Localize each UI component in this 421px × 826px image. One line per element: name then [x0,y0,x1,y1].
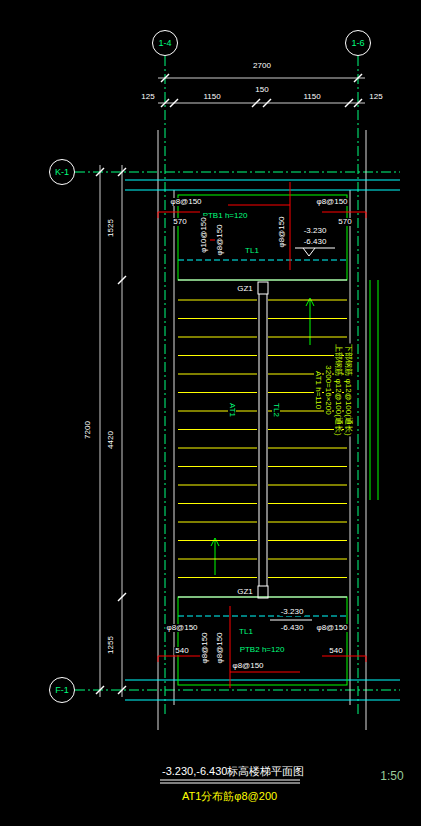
axis-bubble: K-1 [49,159,75,185]
drawing-annotation: φ8@150 [315,624,348,632]
drawing-annotation: 570 [337,218,352,226]
drawing-annotation: 1255 [107,635,115,655]
drawing-annotation: φ8@150 [165,624,198,632]
drawing-annotation: 570 [172,218,187,226]
drawing-annotation: 540 [174,647,189,655]
drawing-annotation: 1:50 [379,770,404,782]
drawing-annotation: PTB1 h=120 [202,212,249,220]
drawing-annotation: 7200 [84,420,92,440]
drawing-annotation: 125 [368,93,383,101]
drawing-annotation: -6.430 [303,238,328,246]
drawing-annotation: 1150 [202,93,221,101]
axis-label: 1-4 [158,38,171,48]
drawing-annotation: 1150 [302,93,321,101]
drawing-annotation: TL1 [238,628,254,636]
drawing-annotation: 125 [140,93,155,101]
drawing-annotation: GZ1 [236,285,254,293]
axis-bubble: 1-4 [152,30,178,56]
axis-label: K-1 [55,167,69,177]
drawing-annotation: 1525 [107,218,115,238]
drawing-annotation: 上部钢筋 φ12@100(通长) [334,343,342,436]
drawing-annotation: φ8@150 [278,215,286,248]
drawing-title: -3.230,-6.430标高楼梯平面图 [162,764,304,779]
drawing-annotation: 下部钢筋 φ12@100(通长) [344,343,352,436]
drawing-annotation: 150 [254,86,269,94]
drawing-annotation: AT1 [228,402,236,418]
drawing-annotation: AT1 h=110 [314,370,322,410]
drawing-annotation: φ10@150 [200,216,208,254]
drawing-annotation: 3200=16×200 [324,364,332,415]
drawing-annotation: φ8@150 [201,631,209,664]
axis-label: 1-6 [351,38,364,48]
drawing-annotation: -3.230 [280,608,305,616]
axis-label: F-1 [55,685,69,695]
drawing-annotation: -3.230 [303,227,328,235]
drawing-annotation: -6.430 [280,624,305,632]
drawing-annotation: TL1 [244,247,260,255]
drawing-caption: AT1分布筋φ8@200 [182,789,277,804]
drawing-annotation: TL2 [272,402,280,418]
drawing-annotation: GZ1 [236,588,254,596]
drawing-annotation: φ8@150 [231,662,264,670]
drawing-annotation: 2700 [252,62,272,70]
drawing-annotation: 4420 [107,430,115,450]
drawing-annotation: φ8@150 [216,223,224,256]
drawing-annotation: PTB2 h=120 [239,646,286,654]
axis-bubble: 1-6 [345,30,371,56]
drawing-annotation: φ8@150 [169,198,202,206]
drawing-annotation: φ8@150 [216,631,224,664]
drawing-annotation: φ8@150 [315,198,348,206]
drawing-annotation: 540 [328,647,343,655]
axis-bubble: F-1 [49,677,75,703]
